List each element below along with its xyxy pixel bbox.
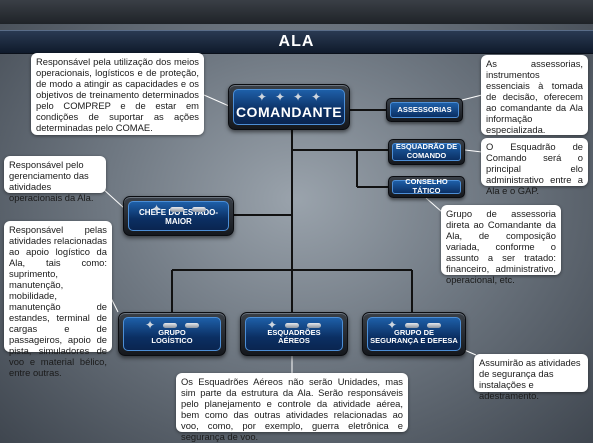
node-esquadrao-comando: ESQUADRÃO DE COMANDO <box>388 139 465 165</box>
pointer-comandante <box>203 94 230 107</box>
star-icon: ✦ <box>293 90 304 104</box>
pointer-esq-comando <box>464 149 483 153</box>
note-comandante: Responsável pela utilização dos meios op… <box>31 53 204 135</box>
logistico-insignia: ✦ <box>119 319 225 331</box>
diagram-title-text: ALA <box>278 33 315 50</box>
rank-bar-icon <box>185 322 200 328</box>
node-comandante: ✦ ✦ ✦ ✦ COMANDANTE <box>228 84 350 130</box>
note-assessorias: As assessorias, instrumentos essenciais … <box>481 55 588 135</box>
node-chefe-estado-maior: ✦ CHEFE DO ESTADO-MAIOR <box>123 196 234 236</box>
node-assessorias-label: ASSESSORIAS <box>397 104 452 114</box>
rank-bar-icon <box>163 322 178 328</box>
note-grupo-logistico: Responsável pelas atividades relacionada… <box>4 221 112 378</box>
node-comandante-label: COMANDANTE <box>235 104 343 120</box>
node-esquadrao-comando-label: ESQUADRÃO DE COMANDO <box>395 142 458 160</box>
node-conselho-tatico-label: CONSELHO TÁTICO <box>405 177 448 195</box>
rank-bar-icon <box>405 322 420 328</box>
wings-icon: ✦ <box>151 202 162 216</box>
pointer-assessorias <box>461 94 483 101</box>
node-assessorias: ASSESSORIAS <box>386 98 463 122</box>
aereos-insignia: ✦ <box>241 319 347 331</box>
pointer-chefe <box>101 187 125 209</box>
wings-icon: ✦ <box>386 318 398 332</box>
rank-bar-icon <box>427 322 442 328</box>
rank-bar-icon <box>285 322 300 328</box>
rank-bar-icon <box>307 322 322 328</box>
rank-bar-icon <box>169 206 184 212</box>
node-grupo-seguranca: ✦ GRUPO DE SEGURANÇA E DEFESA <box>362 312 466 356</box>
star-icon: ✦ <box>311 90 322 104</box>
chefe-insignia: ✦ <box>124 203 233 215</box>
wings-icon: ✦ <box>256 90 267 104</box>
node-conselho-tatico: CONSELHO TÁTICO <box>388 176 465 198</box>
node-esquadroes-aereos: ✦ ESQUADRÕES AÉREOS <box>240 312 348 356</box>
note-esquadroes-aereos: Os Esquadrões Aéreos não serão Unidades,… <box>176 373 408 442</box>
wings-icon: ✦ <box>266 318 278 332</box>
star-icon: ✦ <box>274 90 285 104</box>
rank-bar-icon <box>191 206 206 212</box>
comandante-insignia: ✦ ✦ ✦ ✦ <box>229 91 349 103</box>
top-bar <box>0 0 593 24</box>
node-aereos-label: ESQUADRÕES AÉREOS <box>267 327 321 346</box>
note-grupo-seguranca: Assumirão as atividades de segurança das… <box>474 354 588 401</box>
diagram-title: ALA <box>0 30 593 54</box>
node-chefe-label: CHEFE DO ESTADO-MAIOR <box>139 208 218 226</box>
note-chefe-estado-maior: Responsável pelo gerenciamento das ativi… <box>4 156 106 203</box>
seguranca-insignia: ✦ <box>363 319 465 331</box>
note-conselho-tatico: Grupo de assessoria direta ao Comandante… <box>441 205 561 285</box>
node-grupo-logistico: ✦ GRUPO LOGÍSTICO <box>118 312 226 356</box>
wings-icon: ✦ <box>144 318 156 332</box>
pointer-conselho <box>425 197 443 213</box>
note-esquadrao-comando: O Esquadrão de Comando será o principal … <box>481 138 588 196</box>
node-logistico-label: GRUPO LOGÍSTICO <box>151 327 193 346</box>
node-seguranca-label: GRUPO DE SEGURANÇA E DEFESA <box>370 327 458 346</box>
